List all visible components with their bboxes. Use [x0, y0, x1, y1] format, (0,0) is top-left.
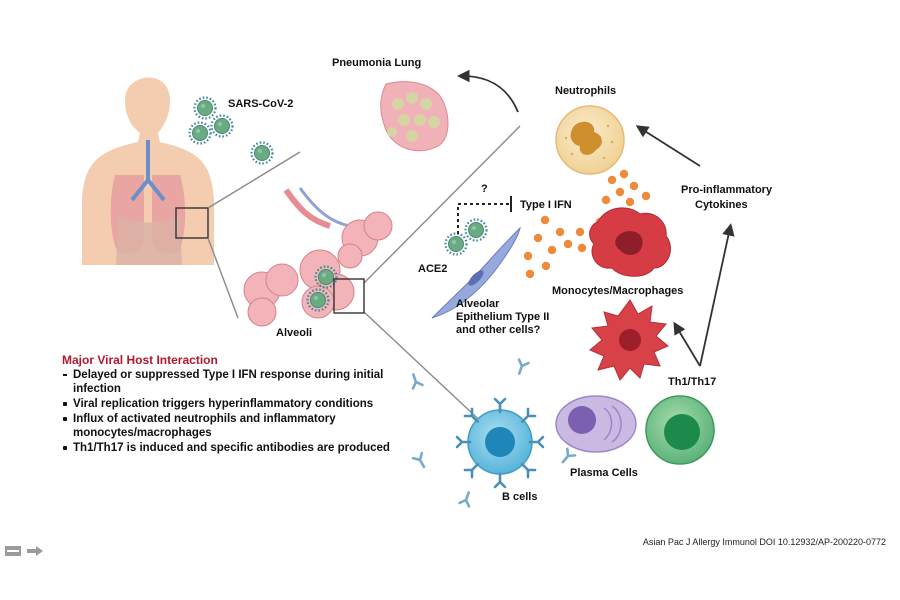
b-cell	[455, 397, 545, 489]
slide-icon[interactable]	[4, 544, 22, 562]
th-cell	[645, 395, 715, 465]
ifn-label: Type I IFN	[520, 199, 572, 211]
alveoli-illustration	[243, 187, 393, 327]
ace2-label: ACE2	[418, 263, 447, 275]
forward-arrow-icon[interactable]	[26, 544, 44, 562]
pneumonia-lung-illustration	[380, 81, 449, 152]
zoom-connector-lines	[207, 125, 521, 431]
monocytes-label: Monocytes/Macrophages	[552, 285, 683, 297]
ace2-virus-particles	[444, 218, 488, 256]
signal-arrows	[635, 125, 735, 367]
list-item: Influx of activated neutrophils and infl…	[62, 412, 392, 440]
list-item: Th1/Th17 is induced and specific antibod…	[62, 441, 392, 455]
epithelium-cell	[431, 226, 521, 319]
cytokines-label-line1: Pro-inflammatory	[681, 184, 773, 196]
virus-label: SARS-CoV-2	[228, 98, 293, 110]
citation-text: Asian Pac J Allergy Immunol DOI 10.12932…	[642, 537, 886, 547]
macrophage-cell	[589, 299, 669, 381]
cytokines-label-line2: Cytokines	[695, 199, 748, 211]
pneumonia-label: Pneumonia Lung	[332, 57, 421, 69]
ifn-inhibition-line	[457, 203, 510, 234]
epithelium-label: Alveolar Epithelium Type II and other ce…	[456, 298, 550, 336]
neutrophils-label: Neutrophils	[555, 85, 616, 97]
list-item: Delayed or suppressed Type I IFN respons…	[62, 368, 392, 396]
slide-nav-controls	[4, 544, 44, 562]
plasma-label: Plasma Cells	[570, 467, 638, 479]
cytokine-dots	[523, 169, 651, 279]
alveoli-label: Alveoli	[276, 327, 312, 339]
list-item: Viral replication triggers hyperinflamma…	[62, 397, 392, 411]
question-mark: ?	[481, 183, 488, 195]
monocyte-cell	[589, 207, 671, 277]
arrow-to-pneumonia	[456, 69, 519, 113]
interaction-box-title: Major Viral Host Interaction	[62, 353, 218, 367]
human-torso-illustration	[82, 77, 214, 265]
neutrophil-cell	[555, 105, 625, 175]
bcells-label: B cells	[502, 491, 537, 503]
th-label: Th1/Th17	[668, 376, 716, 388]
interaction-list: Delayed or suppressed Type I IFN respons…	[62, 368, 392, 456]
plasma-cell	[555, 395, 637, 453]
